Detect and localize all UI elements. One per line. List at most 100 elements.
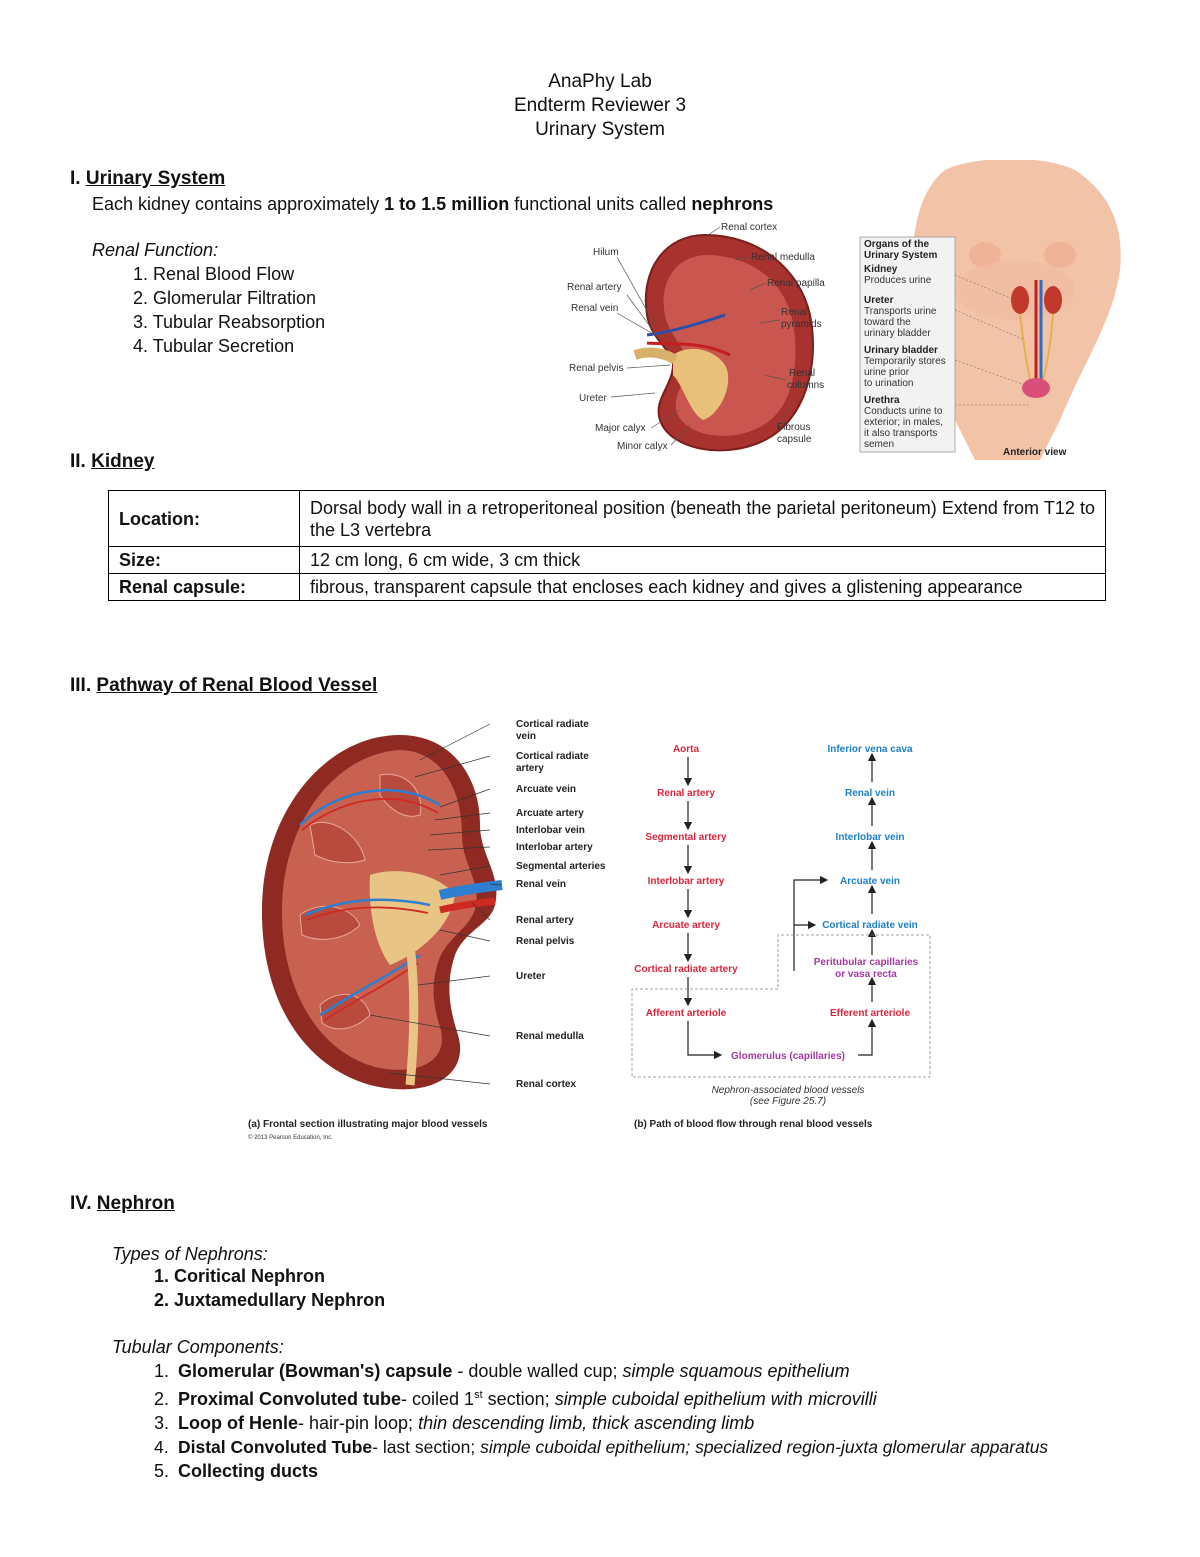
flow-step-aorta: Aorta <box>673 744 700 755</box>
flow-step-arcuate-vein: Arcuate vein <box>840 876 900 887</box>
course-title: AnaPhy Lab <box>548 71 652 92</box>
flow-step-cortical-radiate-vein: Cortical radiate vein <box>822 920 918 931</box>
fig-label: capsule <box>777 434 812 445</box>
section-4-title: Nephron <box>96 1193 175 1214</box>
fig-label: Renal papilla <box>767 278 825 289</box>
component-desc: - hair-pin loop; <box>298 1413 419 1433</box>
item-number: 1. <box>154 1361 170 1381</box>
fig-label: Renal cortex <box>516 1079 576 1090</box>
blood-flow-pathway-figure: Aorta Renal artery Segmental artery Inte… <box>631 744 931 1130</box>
flow-step-efferent-arteriole: Efferent arteriole <box>830 1008 910 1019</box>
flow-step-afferent-arteriole: Afferent arteriole <box>646 1008 727 1019</box>
fig-label: Hilum <box>593 247 619 258</box>
organ-desc: Temporarily stores <box>864 356 946 367</box>
fig-label: Interlobar artery <box>516 842 593 853</box>
fig-label: Renal <box>781 307 807 318</box>
organ-desc: urine prior <box>864 367 910 378</box>
component-name: Proximal Convoluted tube <box>178 1389 402 1409</box>
table-row: Renal capsule: fibrous, transparent caps… <box>108 573 1106 601</box>
fig-label: Renal <box>789 368 815 379</box>
anterior-view-label: Anterior view <box>1003 447 1067 458</box>
table-cell-label: Location: <box>108 490 300 547</box>
component-desc: - double walled cup; <box>452 1361 623 1381</box>
component-desc: section; <box>482 1389 555 1409</box>
nephron-note-2: (see Figure 25.7) <box>750 1096 826 1107</box>
fig-label: Renal pelvis <box>569 363 623 374</box>
flow-step-inferior-vena-cava: Inferior vena cava <box>827 744 912 755</box>
fig-label: Arcuate vein <box>516 784 576 795</box>
section-4-number: IV. <box>70 1193 92 1214</box>
list-item: 5.Collecting ducts <box>154 1459 1164 1483</box>
fig-label: Renal pelvis <box>516 936 575 947</box>
table-cell-value: fibrous, transparent capsule that enclos… <box>299 573 1106 601</box>
organ-desc: to urination <box>864 378 913 389</box>
intro-text-d: nephrons <box>691 194 774 214</box>
list-item: 1. Glomerular (Bowman's) capsule - double… <box>154 1359 1164 1383</box>
component-epithelium: thin descending limb, thick ascending li… <box>418 1413 755 1433</box>
intro-text-b: 1 to 1.5 million <box>384 194 510 214</box>
fig-label: columns <box>787 380 824 391</box>
arterial-path: Aorta Renal artery Segmental artery Inte… <box>634 744 738 1019</box>
caption-a: (a) Frontal section illustrating major b… <box>248 1119 488 1130</box>
flow-step-cortical-radiate-artery: Cortical radiate artery <box>634 964 738 975</box>
fig-label: Segmental arteries <box>516 861 606 872</box>
urinary-organs-figure: Organs of the Urinary System Kidney Prod… <box>859 160 1121 460</box>
fig-label: Ureter <box>516 971 546 982</box>
kidney-section-figure: Renal cortex Hilum Renal medulla Renal p… <box>567 222 825 452</box>
section-2-title: Kidney <box>91 451 155 472</box>
fig-label: Interlobar vein <box>516 825 585 836</box>
flow-step-arcuate-artery: Arcuate artery <box>652 920 720 931</box>
fig-label: Arcuate artery <box>516 808 584 819</box>
tubular-components-label: Tubular Components: <box>112 1337 284 1357</box>
reviewer-title: Endterm Reviewer 3 <box>513 95 687 116</box>
organs-box: Organs of the Urinary System Kidney Prod… <box>864 239 946 450</box>
fig-label: Major calyx <box>595 423 646 434</box>
fig-label: Renal vein <box>571 303 618 314</box>
section-1-number: I. <box>70 168 81 189</box>
section-3-number: III. <box>70 675 92 696</box>
fig-label: Cortical radiate <box>516 751 589 762</box>
item-number: 4. <box>154 1437 169 1457</box>
component-name: Distal Convoluted Tube <box>178 1437 373 1457</box>
section-1-title: Urinary System <box>85 168 226 189</box>
table-row: Size: 12 cm long, 6 cm wide, 3 cm thick <box>108 546 1106 574</box>
table-cell-value: 12 cm long, 6 cm wide, 3 cm thick <box>299 546 1106 574</box>
organ-desc: Transports urine <box>864 306 937 317</box>
organ-desc: exterior; in males, <box>864 417 943 428</box>
nephron-types-list: 1. Coritical Nephron 2. Juxtamedullary N… <box>154 1264 385 1312</box>
component-desc: - last section; <box>372 1437 481 1457</box>
tubular-components-list: 1. Glomerular (Bowman's) capsule - double… <box>154 1359 1164 1483</box>
table-cell-label: Size: <box>108 546 300 574</box>
flow-step-peritubular-capillaries: Peritubular capillaries <box>814 957 919 968</box>
item-number: 2. <box>154 1389 170 1409</box>
organ-desc: Conducts urine to <box>864 406 943 417</box>
flow-step-glomerulus: Glomerulus (capillaries) <box>731 1051 845 1062</box>
component-name: Glomerular (Bowman's) capsule <box>178 1361 453 1381</box>
list-item: 1. Renal Blood Flow <box>133 264 295 284</box>
fig-label: Renal medulla <box>751 252 815 263</box>
organ-desc: Produces urine <box>864 275 932 286</box>
renal-function-list: 1. Renal Blood Flow 2. Glomerular Filtra… <box>133 262 325 358</box>
list-item: 2.Proximal Convoluted tube- coiled 1st s… <box>154 1383 1164 1411</box>
list-item: 3.Loop of Henle- hair-pin loop; thin des… <box>154 1411 1164 1435</box>
caption-b: (b) Path of blood flow through renal blo… <box>634 1119 873 1130</box>
component-epithelium: simple cuboidal epithelium; specialized … <box>480 1437 1049 1457</box>
fig-label: Renal vein <box>516 879 566 890</box>
flow-step-renal-vein: Renal vein <box>845 788 895 799</box>
fig-label: Minor calyx <box>617 441 668 452</box>
intro-text-c: functional units called <box>509 194 692 214</box>
item-number: 5. <box>154 1461 170 1481</box>
fig-label: pyramids <box>781 319 822 330</box>
list-item: 3. Tubular Reabsorption <box>133 312 326 332</box>
document-header: AnaPhy Lab Endterm Reviewer 3 Urinary Sy… <box>0 70 1200 142</box>
organ-desc: it also transports <box>864 428 937 439</box>
types-of-nephrons-label: Types of Nephrons: <box>112 1244 268 1264</box>
item-number: 3. <box>154 1413 170 1433</box>
copyright-text: © 2013 Pearson Education, Inc. <box>248 1134 333 1141</box>
flow-step-renal-artery: Renal artery <box>657 788 715 799</box>
fig-label: Cortical radiate <box>516 719 589 730</box>
flow-step-interlobar-vein: Interlobar vein <box>836 832 905 843</box>
fig-label: Renal cortex <box>721 222 777 233</box>
fig-label: vein <box>516 731 536 742</box>
component-epithelium: simple squamous epithelium <box>622 1361 850 1381</box>
